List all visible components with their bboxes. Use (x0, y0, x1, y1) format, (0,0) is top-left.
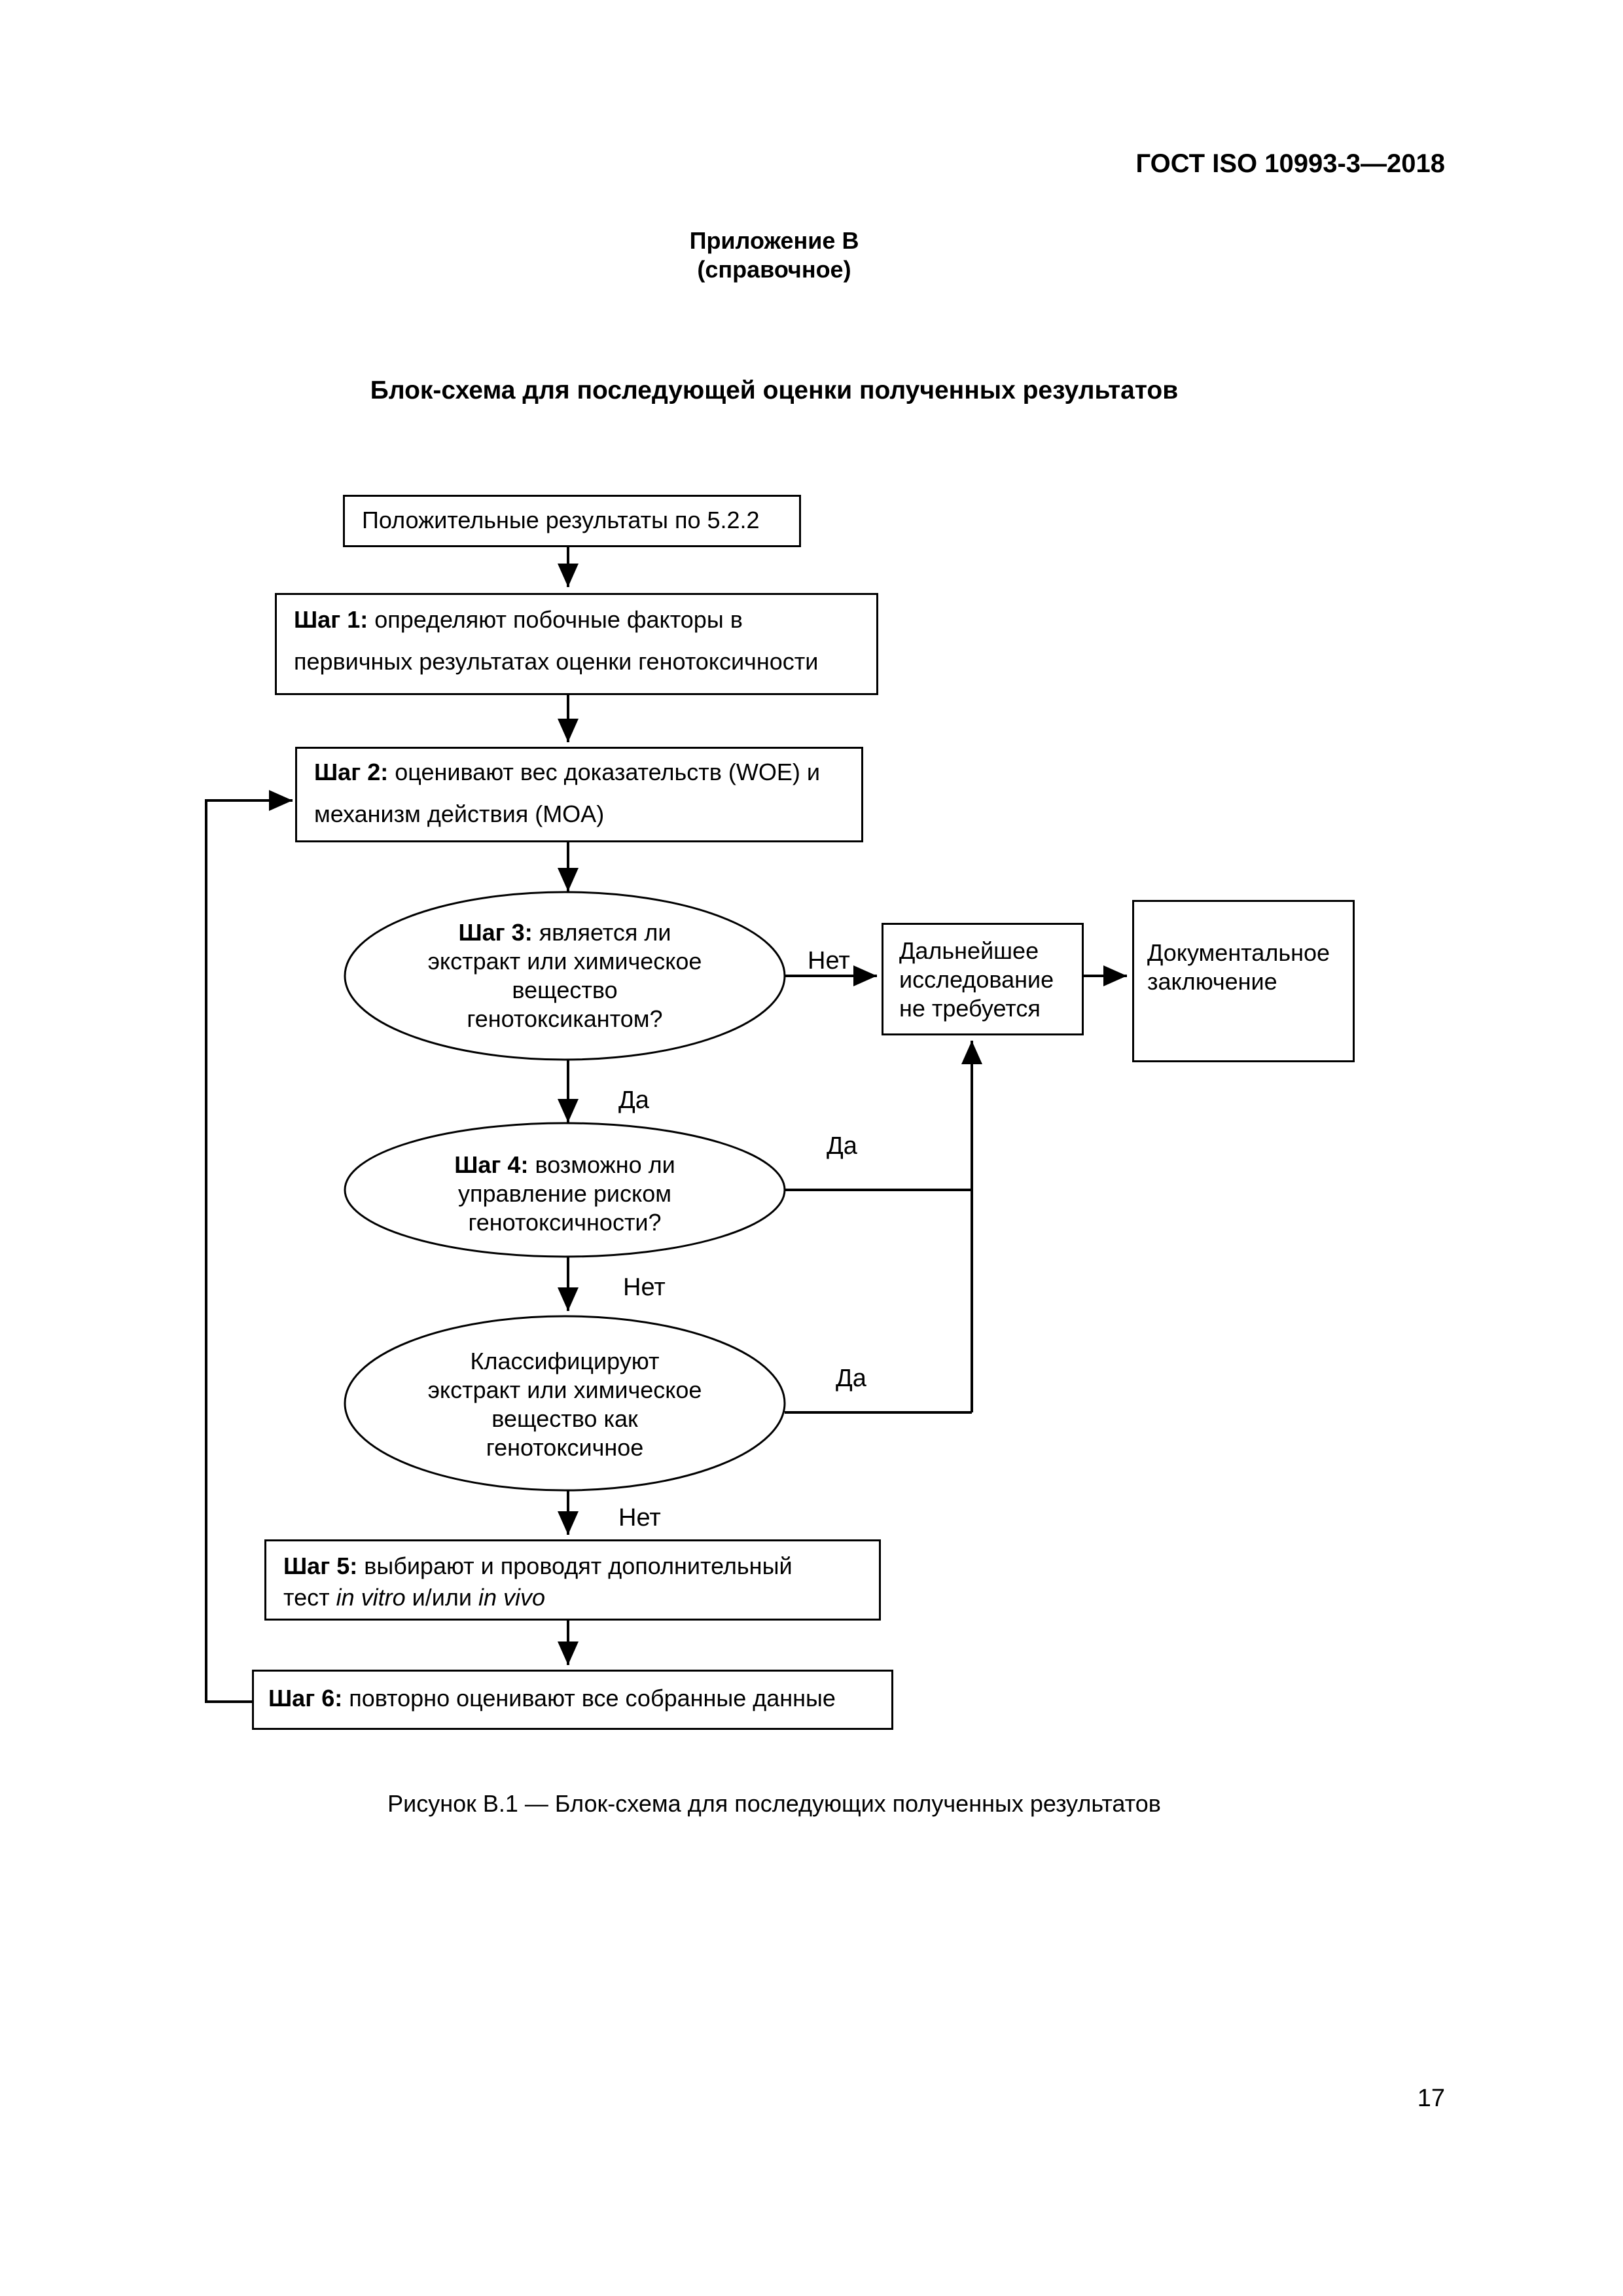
appendix-title: Приложение В (689, 227, 859, 254)
step2-box: Шаг 2: оценивают вес доказательств (WOE)… (295, 747, 863, 842)
start-box: Положительные результаты по 5.2.2 (343, 495, 801, 547)
step4-text: Шаг 4: возможно ли управление риском ген… (454, 1151, 675, 1236)
edge-label-cls-no: Нет (618, 1504, 661, 1532)
step2-label: Шаг 2: (314, 759, 389, 785)
step1-label: Шаг 1: (294, 606, 368, 633)
step3-text: Шаг 3: является ли экстракт или химическ… (427, 919, 702, 1032)
figure-caption: Рисунок В.1 — Блок-схема для последующих… (387, 1790, 1161, 1817)
edge-label-s3-yes: Да (618, 1086, 649, 1114)
page-number: 17 (1417, 2085, 1445, 2112)
figure-title: Блок-схема для последующей оценки получе… (370, 376, 1179, 404)
no-further-box: Дальнейшее исследование не требуется (882, 923, 1084, 1035)
standard-number: ГОСТ ISO 10993-3—2018 (1135, 149, 1446, 178)
step2-line2: механизм действия (MOA) (314, 800, 605, 827)
appendix-heading: Приложение В (справочное) (0, 226, 1548, 284)
edge-label-s3-no: Нет (808, 947, 850, 975)
start-text: Положительные результаты по 5.2.2 (362, 507, 760, 533)
step1-box: Шаг 1: определяют побочные факторы в пер… (275, 593, 878, 695)
step6-text: повторно оценивают все собранные данные (342, 1685, 836, 1712)
step5-label: Шаг 5: (283, 1552, 358, 1579)
step5-box: Шаг 5: выбирают и проводят дополнительны… (264, 1539, 881, 1621)
appendix-note: (справочное) (697, 256, 851, 283)
step1-line2: первичных результатах оценки генотоксичн… (294, 648, 819, 675)
step1-line1: Шаг 1: определяют побочные факторы в (294, 606, 743, 633)
classify-ellipse (344, 1315, 786, 1492)
loop-step6-step2 (205, 790, 293, 1703)
doc-conclusion-box: Документальное заключение (1132, 900, 1355, 1062)
step3-label: Шаг 3: (458, 919, 533, 946)
step6-box: Шаг 6: повторно оценивают все собранные … (252, 1670, 893, 1730)
edge-label-s4-yes: Да (827, 1132, 857, 1160)
step2-line1: Шаг 2: оценивают вес доказательств (WOE)… (314, 759, 820, 785)
edge-label-cls-yes: Да (836, 1365, 866, 1392)
step6-label: Шаг 6: (268, 1685, 343, 1712)
classify-text: Классифицируют экстракт или химическое в… (427, 1348, 702, 1461)
step4-label: Шаг 4: (454, 1151, 529, 1178)
edge-label-s4-no: Нет (623, 1274, 666, 1301)
